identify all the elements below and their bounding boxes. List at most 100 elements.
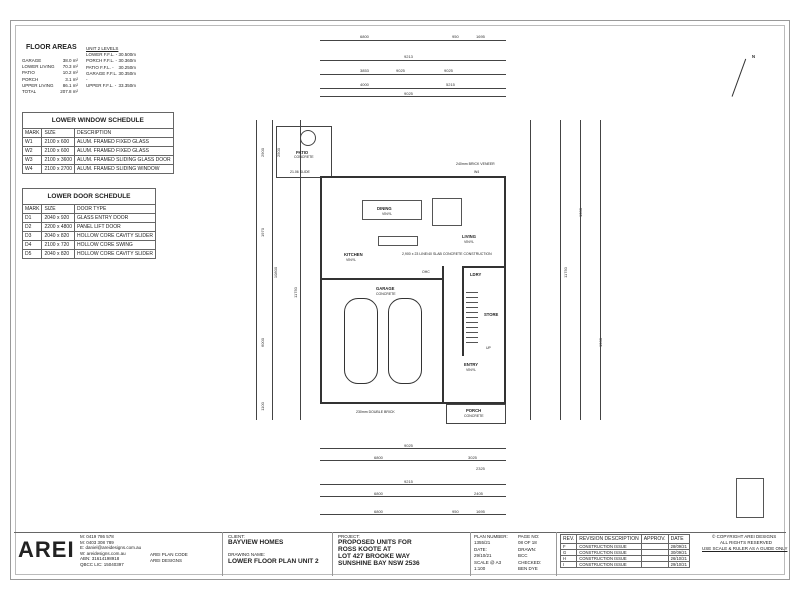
kitchen-bench-icon xyxy=(378,236,418,246)
plan-code-label: AREI PLAN CODE xyxy=(150,552,188,557)
room-garage-finish: CONCRETE xyxy=(376,292,396,296)
room-living-finish: VINYL xyxy=(464,240,475,244)
checked-value: BEN DYE xyxy=(518,566,538,571)
tb-divider xyxy=(556,532,557,576)
door-schedule-cell: D1 xyxy=(21,213,43,223)
door-schedule-cell: D3 xyxy=(21,231,43,241)
door-schedule-cell: PANEL LIFT DOOR xyxy=(73,222,156,232)
dim-bottom-8: 6800 xyxy=(374,509,383,514)
window-schedule-header: DESCRIPTION xyxy=(73,128,174,138)
window-schedule-cell: 2100 x 2700 xyxy=(41,164,75,174)
dim-line-right xyxy=(600,120,601,420)
revision-cell: 28/09/21 xyxy=(667,543,691,550)
dim-bottom-5: 9215 xyxy=(404,479,413,484)
floor-area-value: 3.1 m² xyxy=(65,76,78,82)
rights-note: ALL RIGHTS RESERVED xyxy=(720,540,773,545)
door-schedule-cell: D2 xyxy=(21,222,43,232)
project-line-2: ROSS KOOTE AT xyxy=(338,546,392,553)
window-schedule-title: LOWER WINDOW SCHEDULE xyxy=(22,112,174,129)
revision-cell: 29/10/21 xyxy=(667,561,691,568)
door-schedule-cell: 2040 x 820 xyxy=(41,249,75,259)
dim-top-3: 1695 xyxy=(476,34,485,39)
contact-line: M: 0403 308 789 xyxy=(80,539,114,545)
dim-line-left xyxy=(256,120,257,420)
date-label: DATE: xyxy=(474,547,487,552)
scale-label: SCALE @ A3 xyxy=(474,560,502,565)
room-kitchen-finish: VINYL xyxy=(346,258,357,262)
veneer-note: 240mm BRICK VENEER xyxy=(456,162,495,166)
dim-side-7: 1100 xyxy=(259,402,265,411)
room-porch-finish: CONCRETE xyxy=(464,414,484,418)
dim-line-right xyxy=(560,120,561,420)
company-logo: AREI xyxy=(18,537,75,562)
floor-area-name: TOTAL xyxy=(22,89,37,95)
tb-divider xyxy=(222,532,223,576)
room-patio-finish: CONCRETE xyxy=(294,155,314,159)
revision-header: DATE xyxy=(667,534,691,544)
dim-bottom-4: 2325 xyxy=(476,466,485,471)
floor-area-value: 207.8 m² xyxy=(60,89,78,95)
porch-area xyxy=(446,404,506,424)
door-schedule-cell: HOLLOW CORE CAVITY SLIDER xyxy=(73,231,156,241)
dim-line xyxy=(320,484,506,485)
window-schedule-cell: ALUM. FRAMED FIXED GLASS xyxy=(73,137,174,147)
room-porch: PORCH xyxy=(466,408,482,413)
dim-top-8: 4000 xyxy=(360,82,369,87)
revision-cell: CONSTRUCTION ISSUE xyxy=(576,561,642,568)
door-schedule-cell: 2040 x 820 xyxy=(41,231,75,241)
floor-area-value: 38.0 m² xyxy=(62,58,78,63)
scale-value: 1:100 xyxy=(474,566,486,571)
dim-bottom-3: 3025 xyxy=(468,455,477,460)
title-block xyxy=(14,532,786,576)
contact-line: M: 0419 786 578 xyxy=(80,534,114,539)
floor-area-name: UPPER LIVING xyxy=(22,82,54,88)
dim-line xyxy=(320,460,506,461)
dim-line xyxy=(320,60,506,61)
room-store: STORE xyxy=(484,312,499,317)
dim-top-10: 9025 xyxy=(404,91,413,96)
window-schedule-cell: W2 xyxy=(21,146,43,156)
level-name: PORCH F.F.L. - xyxy=(86,58,118,64)
garage-wall xyxy=(322,278,444,280)
dim-line-left xyxy=(272,120,273,420)
double-brick-note: 230mm DOUBLE BRICK xyxy=(356,410,395,414)
window-schedule-cell: W3 xyxy=(21,155,43,165)
window-schedule-header: SIZE xyxy=(41,128,75,138)
floor-area-name: PORCH xyxy=(22,76,39,82)
room-patio: PATIO xyxy=(296,150,309,155)
window-schedule-cell: ALUM. FRAMED FIXED GLASS xyxy=(73,146,174,156)
copyright-note: © COPYRIGHT AREI DESIGNS xyxy=(712,534,777,539)
room-garage: GARAGE xyxy=(376,286,395,291)
dim-bottom-1: 9025 xyxy=(404,443,413,448)
drawing-name-label: DRAWING NAME: xyxy=(228,552,266,557)
level-value: 30.250m xyxy=(118,64,136,70)
floor-area-row: TOTAL 207.8 m² xyxy=(22,89,78,95)
room-dining-finish: VINYL xyxy=(382,212,393,216)
dim-bottom-2: 6800 xyxy=(374,455,383,460)
floor-area-row: PORCH 3.1 m² xyxy=(22,77,78,83)
revision-header: REV. xyxy=(559,534,578,544)
window-schedule-cell: 2100 x 3600 xyxy=(41,155,75,165)
dim-bottom-9: 950 xyxy=(452,509,459,514)
slab-note: 2,900 x 23 LINE/40 SLAB CONCRETE CONSTRU… xyxy=(402,252,492,256)
stair-wall xyxy=(462,266,464,356)
plan-number-label: PLAN NUMBER: xyxy=(474,534,508,539)
dim-line-left xyxy=(300,120,301,420)
door-schedule-cell: HOLLOW CORE SWING xyxy=(73,240,156,250)
dim-bottom-7: 2405 xyxy=(474,491,483,496)
door-schedule-header: SIZE xyxy=(41,204,75,214)
tb-divider xyxy=(470,532,471,576)
level-row: PATIO F.F.L. -30.250m xyxy=(86,65,136,71)
checked-label: CHECKED: xyxy=(518,560,542,565)
